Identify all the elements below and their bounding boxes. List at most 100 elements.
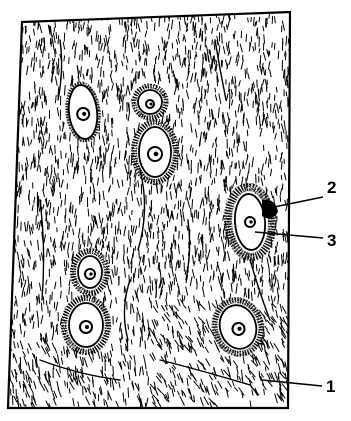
- matrix-fiber: [66, 153, 67, 157]
- matrix-fiber: [150, 277, 151, 284]
- matrix-fiber: [280, 196, 281, 202]
- matrix-fiber: [60, 126, 61, 130]
- matrix-fiber: [142, 284, 143, 293]
- matrix-fiber: [259, 372, 260, 378]
- nucleolus: [89, 272, 92, 275]
- matrix-fiber: [195, 23, 196, 29]
- matrix-fiber: [87, 47, 88, 52]
- matrix-fiber: [85, 46, 86, 55]
- matrix-fiber: [107, 223, 108, 227]
- label-1: 1: [326, 377, 335, 396]
- matrix-fiber: [176, 191, 177, 198]
- matrix-fiber: [55, 217, 56, 223]
- matrix-fiber: [14, 92, 15, 100]
- matrix-fiber: [290, 282, 292, 289]
- matrix-fiber: [89, 385, 90, 390]
- matrix-fiber: [29, 47, 30, 52]
- matrix-fiber: [136, 19, 137, 28]
- matrix-fiber: [123, 38, 124, 47]
- matrix-fiber: [202, 86, 203, 91]
- matrix-fiber: [83, 358, 84, 366]
- matrix-fiber: [237, 121, 238, 128]
- matrix-fiber: [167, 192, 168, 200]
- matrix-fiber: [117, 268, 118, 275]
- matrix-fiber: [63, 232, 64, 240]
- matrix-fiber: [21, 186, 22, 194]
- matrix-fiber: [124, 22, 125, 27]
- matrix-fiber: [202, 235, 203, 241]
- matrix-fiber: [191, 208, 192, 216]
- matrix-fiber: [113, 366, 114, 375]
- matrix-fiber: [237, 41, 238, 46]
- matrix-fiber: [274, 43, 275, 49]
- matrix-fiber: [31, 282, 32, 289]
- matrix-fiber: [18, 61, 19, 68]
- matrix-fiber: [207, 122, 208, 129]
- matrix-fiber: [194, 108, 195, 114]
- matrix-fiber: [36, 14, 38, 20]
- matrix-fiber: [14, 150, 15, 156]
- matrix-fiber: [198, 212, 199, 219]
- matrix-fiber: [12, 94, 14, 100]
- matrix-fiber: [216, 169, 217, 176]
- matrix-fiber: [120, 89, 121, 93]
- matrix-fiber: [237, 375, 238, 380]
- matrix-fiber: [60, 277, 61, 287]
- matrix-fiber: [139, 54, 140, 59]
- matrix-fiber: [142, 331, 143, 340]
- matrix-fiber: [12, 143, 13, 149]
- matrix-fiber: [152, 281, 153, 291]
- matrix-fiber: [157, 256, 158, 262]
- matrix-fiber: [38, 22, 39, 29]
- matrix-fiber: [24, 371, 25, 379]
- matrix-fiber: [35, 86, 36, 93]
- matrix-fiber: [219, 195, 220, 202]
- matrix-fiber: [48, 173, 49, 177]
- matrix-fiber: [119, 94, 120, 104]
- matrix-fiber: [252, 281, 253, 287]
- matrix-fiber: [9, 249, 11, 257]
- matrix-fiber: [248, 18, 249, 22]
- matrix-fiber: [66, 14, 67, 18]
- matrix-fiber: [181, 120, 182, 127]
- matrix-fiber: [178, 291, 179, 297]
- matrix-fiber: [49, 223, 50, 229]
- matrix-fiber: [158, 232, 159, 239]
- matrix-fiber: [182, 84, 183, 88]
- matrix-fiber: [69, 287, 70, 294]
- matrix-fiber: [43, 184, 44, 190]
- matrix-fiber: [115, 266, 116, 276]
- matrix-fiber: [262, 265, 263, 269]
- matrix-fiber: [41, 127, 42, 134]
- matrix-fiber: [108, 47, 109, 54]
- matrix-fiber: [226, 151, 227, 156]
- matrix-fiber: [139, 250, 140, 259]
- matrix-fiber: [55, 22, 56, 27]
- matrix-fiber: [290, 254, 291, 259]
- matrix-fiber: [31, 11, 32, 19]
- lacuna: [69, 303, 103, 347]
- matrix-fiber: [166, 293, 167, 300]
- matrix-fiber: [277, 242, 278, 246]
- matrix-fiber: [114, 247, 115, 253]
- matrix-fiber: [267, 50, 268, 54]
- matrix-fiber: [24, 292, 25, 296]
- matrix-fiber: [236, 163, 237, 168]
- matrix-fiber: [198, 111, 199, 118]
- matrix-fiber: [80, 55, 81, 60]
- matrix-fiber: [172, 211, 173, 218]
- matrix-fiber: [211, 156, 212, 162]
- matrix-fiber: [66, 261, 67, 268]
- label-2: 2: [327, 178, 336, 197]
- matrix-fiber: [92, 68, 93, 77]
- matrix-fiber: [256, 265, 257, 271]
- matrix-fiber: [259, 17, 260, 21]
- matrix-fiber: [79, 76, 80, 82]
- matrix-fiber: [36, 97, 37, 103]
- matrix-fiber: [235, 81, 236, 88]
- matrix-fiber: [86, 11, 87, 18]
- matrix-fiber: [10, 271, 11, 275]
- matrix-fiber: [135, 366, 136, 376]
- label-3: 3: [327, 231, 336, 250]
- matrix-fiber: [129, 104, 130, 113]
